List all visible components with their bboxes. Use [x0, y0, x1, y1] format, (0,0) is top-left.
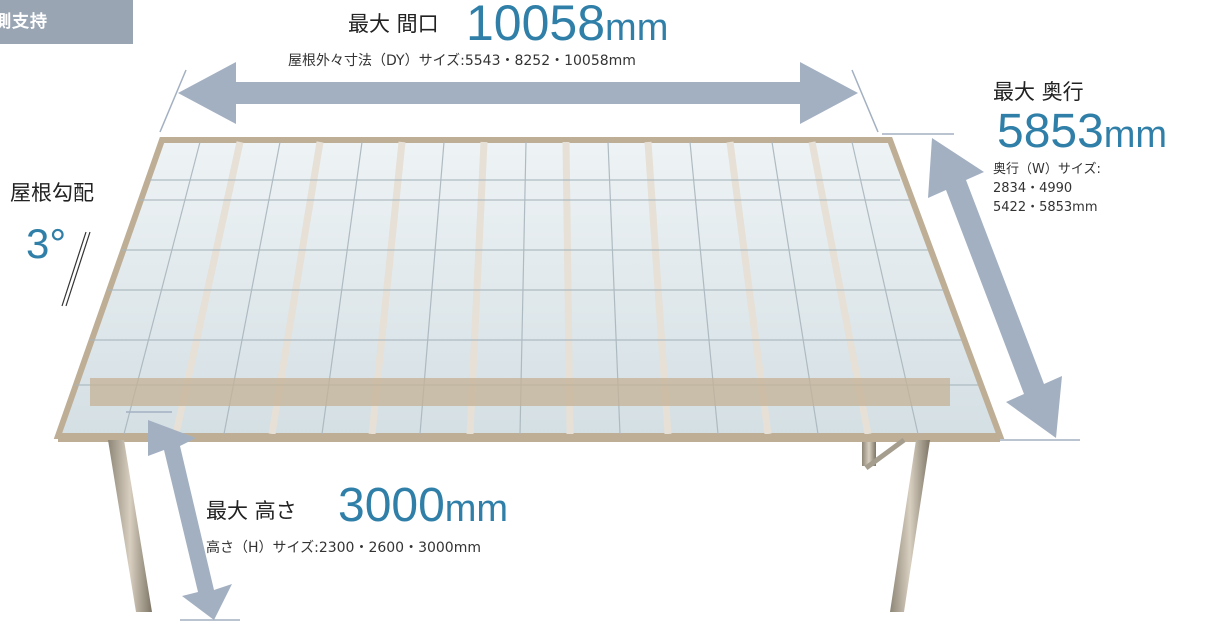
depth-extension-lines	[882, 133, 1080, 441]
width-extension-lines	[159, 69, 879, 133]
width-number: 10058	[466, 0, 606, 51]
post-front-right	[890, 440, 930, 612]
height-unit: mm	[444, 488, 509, 530]
width-arrow	[178, 62, 858, 124]
post-front-left	[108, 440, 152, 612]
depth-number: 5853	[997, 105, 1104, 158]
depth-value: 5853mm	[997, 104, 1167, 159]
depth-unit: mm	[1103, 114, 1168, 156]
slope-indicator	[61, 231, 91, 307]
width-value: 10058mm	[466, 0, 668, 52]
height-extension-lines	[126, 411, 240, 621]
depth-note-line-1: 奥行（W）サイズ:	[993, 162, 1101, 177]
height-label: 最大 高さ	[206, 499, 297, 523]
width-label: 最大 間口	[348, 12, 439, 36]
depth-label: 最大 奥行	[993, 80, 1084, 104]
slope-label: 屋根勾配	[10, 181, 94, 205]
depth-arrow	[928, 138, 1062, 438]
height-value: 3000mm	[338, 478, 508, 533]
slope-value: 3°	[26, 220, 67, 267]
front-beam	[90, 378, 950, 406]
category-tag-label: 側支持	[0, 12, 48, 32]
width-unit: mm	[605, 7, 669, 49]
depth-note-line-2: 2834・4990	[993, 181, 1073, 196]
height-arrow	[148, 420, 232, 620]
depth-note-line-3: 5422・5853mm	[993, 200, 1098, 215]
width-note: 屋根外々寸法（DY）サイズ:5543・8252・10058mm	[288, 53, 636, 69]
category-tag: 側支持	[0, 0, 133, 44]
height-number: 3000	[338, 479, 445, 532]
depth-note: 奥行（W）サイズ: 2834・4990 5422・5853mm	[993, 160, 1101, 217]
post-brace	[864, 437, 906, 471]
height-note: 高さ（H）サイズ:2300・2600・3000mm	[206, 540, 481, 556]
